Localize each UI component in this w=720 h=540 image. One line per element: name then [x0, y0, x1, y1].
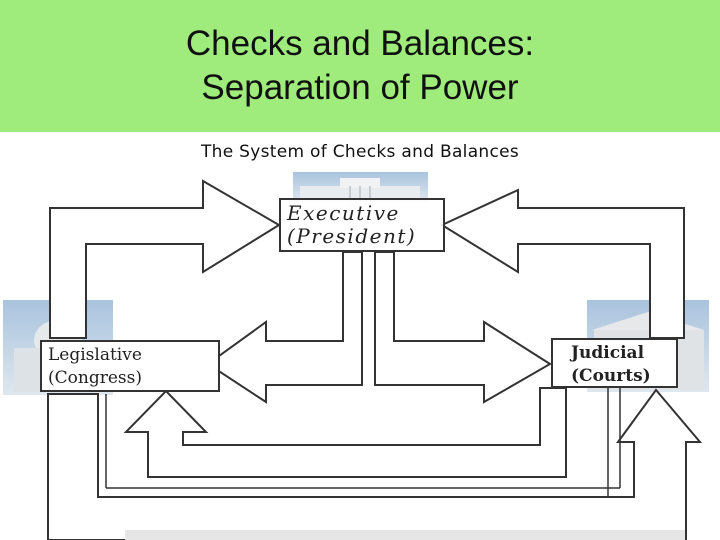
arrow-judicial-to-executive [439, 188, 685, 339]
arrow-executive-to-judicial [374, 251, 552, 404]
bottom-scan-edge [125, 530, 685, 540]
judicial-label: Judicial [571, 343, 645, 363]
title-banner: Checks and Balances: Separation of Power [0, 0, 720, 132]
executive-branch-box: Executive (President) [279, 198, 445, 252]
legislative-sublabel: (Congress) [48, 368, 142, 388]
judicial-branch-box: Judicial (Courts) [551, 338, 678, 388]
executive-sublabel: (President) [287, 224, 417, 248]
legislative-label: Legislative [48, 345, 142, 365]
executive-label: Executive [287, 201, 400, 225]
arrow-judicial-to-legislative [123, 387, 567, 478]
arrow-legislative-to-executive [49, 179, 281, 339]
judicial-sublabel: (Courts) [571, 366, 651, 386]
arrow-executive-to-legislative [206, 251, 363, 404]
slide-title-line-2: Separation of Power [201, 68, 519, 107]
checks-and-balances-diagram [3, 172, 709, 540]
legislative-branch-box: Legislative (Congress) [40, 340, 220, 392]
diagram-heading: The System of Checks and Balances [200, 142, 520, 162]
arrow-legislative-to-judicial [47, 388, 703, 540]
slide-title-line-1: Checks and Balances: [185, 24, 535, 63]
